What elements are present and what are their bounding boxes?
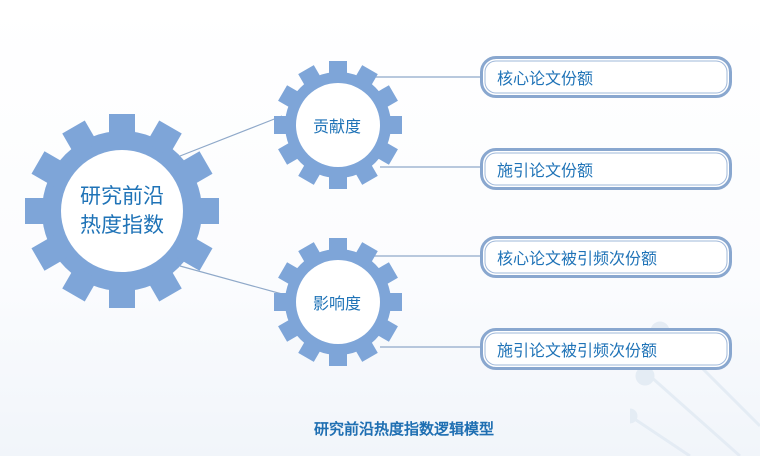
leaf-box-citing-paper-share: 施引论文份额 — [480, 148, 732, 190]
root-label-line1: 研究前沿 — [80, 184, 164, 208]
impact-gear-icon — [274, 238, 402, 366]
contribution-node-label: 贡献度 — [312, 117, 361, 136]
leaf-box-core-paper-share: 核心论文份额 — [480, 56, 732, 98]
leaf-box-citing-paper-citation-share: 施引论文被引频次份额 — [480, 328, 732, 370]
diagram-caption: 研究前沿热度指数逻辑模型 — [313, 420, 494, 438]
leaf-box-core-paper-citation-share: 核心论文被引频次份额 — [480, 236, 732, 278]
impact-node-label: 影响度 — [312, 294, 361, 313]
main-gear-icon — [25, 114, 219, 308]
root-node-label: 研究前沿热度指数 — [62, 151, 182, 271]
root-label-line2: 热度指数 — [80, 213, 164, 237]
contribution-gear-icon — [274, 61, 402, 189]
